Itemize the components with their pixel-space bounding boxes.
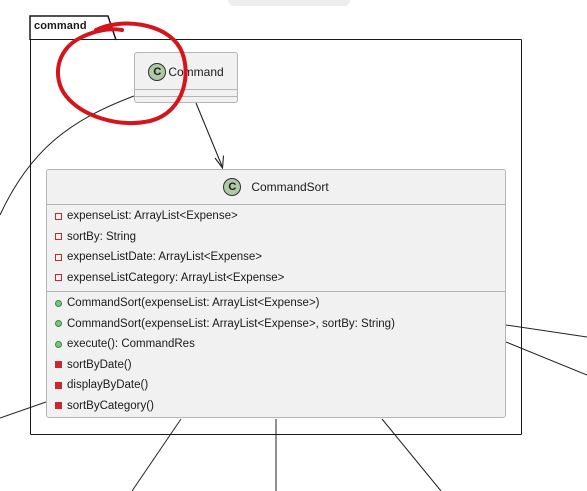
edge-command-to-commandsort [195,102,223,167]
private-field-icon [55,233,62,241]
private-method-icon [55,381,62,389]
class-name: CommandSort [251,180,329,194]
method-row: sortByDate() [55,355,501,376]
arrowhead-commandsort [214,155,225,170]
class-divider [47,204,505,205]
fields-section: expenseList: ArrayList<Expense> sortBy: … [55,206,501,288]
class-divider [135,96,237,97]
edge-commandsort-down-3 [381,418,442,491]
method-row: CommandSort(expenseList: ArrayList<Expen… [55,314,501,335]
class-name: Command [168,65,224,79]
public-method-icon [55,320,62,328]
field-row: expenseListCategory: ArrayList<Expense> [55,268,501,289]
package-label: command [34,20,87,32]
private-method-icon [55,361,62,369]
method-text: CommandSort(expenseList: ArrayList<Expen… [67,317,395,330]
private-method-icon [55,402,62,410]
class-command-sort[interactable]: C CommandSort expenseList: ArrayList<Exp… [46,169,506,418]
field-text: sortBy: String [67,230,137,243]
field-text: expenseList: ArrayList<Expense> [67,210,238,223]
class-header: C CommandSort [47,172,505,202]
field-row: expenseList: ArrayList<Expense> [55,206,501,227]
method-text: execute(): CommandRes [67,338,195,351]
method-text: sortByCategory() [67,399,154,412]
red-freehand-circle [56,21,188,126]
private-field-icon [55,253,62,261]
public-method-icon [55,340,62,348]
edge-commandsort-down-1 [131,418,182,491]
public-method-icon [55,299,62,307]
field-text: expenseListCategory: ArrayList<Expense> [67,271,285,284]
edge-command-left [0,95,135,216]
class-divider [135,89,237,90]
class-stereotype-icon: C [148,63,167,81]
methods-section: CommandSort(expenseList: ArrayList<Expen… [55,293,501,416]
edge-commandsort-left [0,401,47,419]
private-field-icon [55,212,62,220]
top-tab-stub [228,0,350,6]
class-divider [47,291,505,292]
method-row: CommandSort(expenseList: ArrayList<Expen… [55,293,501,314]
method-text: CommandSort(expenseList: ArrayList<Expen… [67,297,320,310]
method-text: sortByDate() [67,358,132,371]
edge-commandsort-right-1 [505,324,587,338]
method-row: sortByCategory() [55,396,501,417]
field-text: expenseListDate: ArrayList<Expense> [67,251,262,264]
edge-commandsort-right-2 [505,341,587,376]
field-row: expenseListDate: ArrayList<Expense> [55,247,501,268]
method-row: displayByDate() [55,375,501,396]
field-row: sortBy: String [55,227,501,248]
package-command [30,39,522,435]
class-header: C Command [135,57,237,87]
class-stereotype-icon: C [223,178,242,196]
method-text: displayByDate() [67,379,149,392]
private-field-icon [55,274,62,282]
method-row: execute(): CommandRes [55,334,501,355]
